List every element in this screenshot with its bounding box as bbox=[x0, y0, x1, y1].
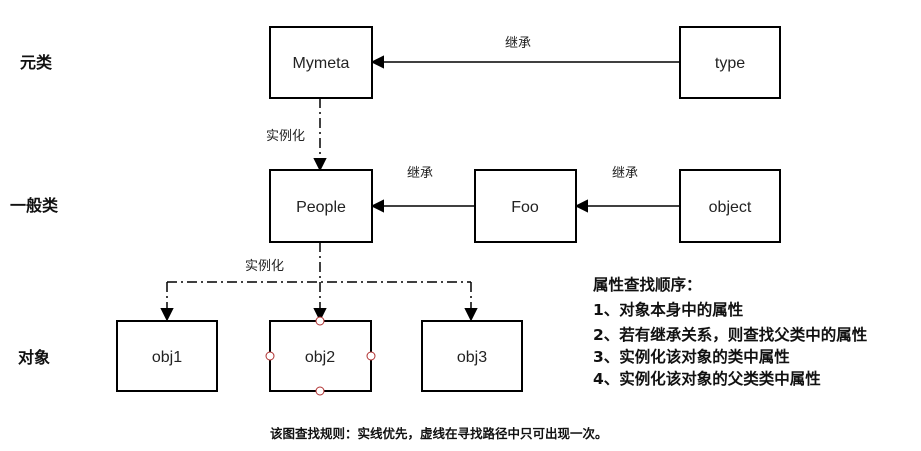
node-people[interactable]: People bbox=[269, 169, 373, 243]
node-object[interactable]: object bbox=[679, 169, 781, 243]
notes-item: 1、对象本身中的属性 bbox=[593, 300, 744, 319]
edge-label-instantiate-people-objs: 实例化 bbox=[245, 259, 284, 274]
obj2-handle-left[interactable] bbox=[265, 351, 275, 361]
edge-label-inherit-object-foo: 继承 bbox=[612, 166, 638, 181]
node-obj1[interactable]: obj1 bbox=[116, 320, 218, 392]
row-label-meta: 元类 bbox=[20, 53, 53, 72]
notes-title: 属性查找顺序： bbox=[593, 275, 702, 294]
notes-item: 3、实例化该对象的类中属性 bbox=[593, 347, 790, 366]
node-obj2-label: obj2 bbox=[305, 349, 335, 366]
edge-label-inherit-type-mymeta: 继承 bbox=[505, 36, 531, 51]
lookup-order-notes: 属性查找顺序： 1、对象本身中的属性 2、若有继承关系，则查找父类中的属性 3、… bbox=[593, 275, 868, 388]
edge-label-instantiate-mymeta-people: 实例化 bbox=[266, 129, 305, 144]
row-label-instance: 对象 bbox=[18, 348, 50, 367]
obj2-handle-right[interactable] bbox=[366, 351, 376, 361]
obj2-handle-bottom[interactable] bbox=[315, 386, 325, 396]
node-object-label: object bbox=[709, 199, 752, 216]
node-mymeta[interactable]: Mymeta bbox=[269, 26, 373, 99]
node-obj2[interactable]: obj2 bbox=[265, 316, 376, 396]
node-obj3-label: obj3 bbox=[457, 349, 487, 366]
node-type[interactable]: type bbox=[679, 26, 781, 99]
edge-label-inherit-foo-people: 继承 bbox=[407, 166, 433, 181]
node-people-label: People bbox=[296, 199, 346, 216]
node-obj1-label: obj1 bbox=[152, 349, 182, 366]
row-label-general: 一般类 bbox=[10, 196, 59, 215]
node-foo-label: Foo bbox=[511, 199, 539, 216]
node-type-label: type bbox=[715, 55, 745, 72]
notes-item: 4、实例化该对象的父类类中属性 bbox=[593, 369, 821, 388]
footer-rule: 该图查找规则：实线优先，虚线在寻找路径中只可出现一次。 bbox=[270, 426, 608, 441]
obj2-handle-top[interactable] bbox=[315, 316, 325, 326]
notes-item: 2、若有继承关系，则查找父类中的属性 bbox=[593, 325, 868, 344]
node-obj3[interactable]: obj3 bbox=[421, 320, 523, 392]
node-mymeta-label: Mymeta bbox=[293, 55, 350, 72]
node-foo[interactable]: Foo bbox=[474, 169, 577, 243]
